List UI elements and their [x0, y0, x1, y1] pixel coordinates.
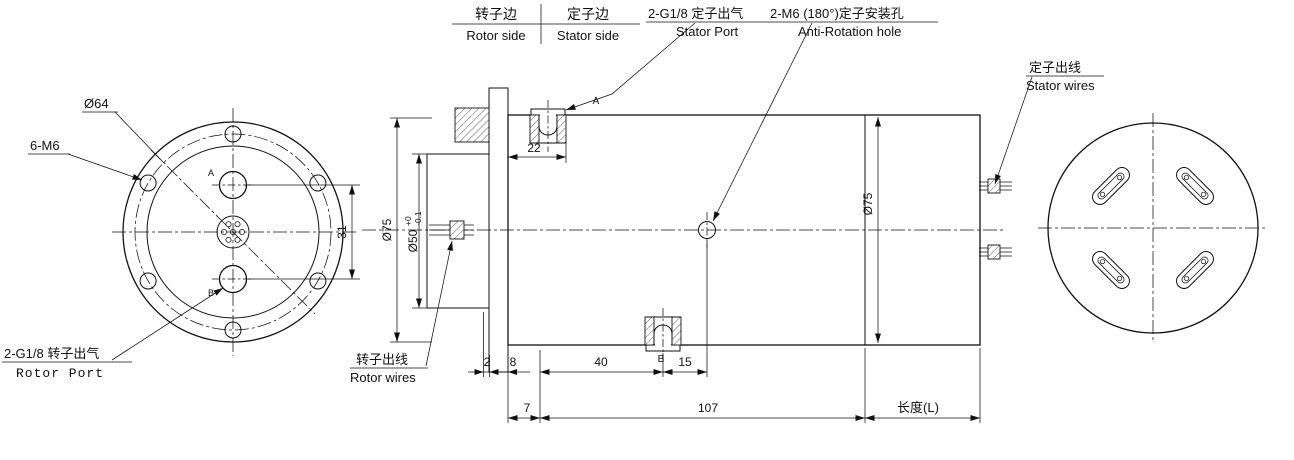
stator-port-label-zh: 2-G1/8 定子出气	[648, 6, 743, 21]
dim-50-text: Ø50	[406, 229, 420, 252]
dim-75-left-text: Ø75	[380, 218, 394, 241]
stator-side-en: Stator side	[557, 28, 619, 43]
rotor-side-en: Rotor side	[466, 28, 525, 43]
stator-wires-label-zh: 定子出线	[1029, 60, 1081, 75]
dim-body-dia-left: Ø75	[380, 117, 432, 343]
diagonal-centerline	[150, 149, 316, 315]
port-b-mark-section: B	[658, 354, 665, 365]
stator-port-b-section: B	[644, 308, 682, 365]
callout-rotor-wires: 转子出线 Rotor wires	[350, 240, 454, 385]
leader-line	[114, 111, 164, 163]
stator-port-label-en: Stator Port	[676, 24, 739, 39]
bolt-circle-label: Ø64	[84, 96, 109, 111]
dim-length-row: 7 107 长度(L)	[508, 348, 981, 423]
dim-40-text: 40	[594, 355, 608, 369]
leader-line	[111, 287, 224, 361]
wire-clamp	[449, 220, 465, 240]
callout-stator-wires: 定子出线 Stator wires	[994, 60, 1104, 185]
rotor-port-label-en: Rotor Port	[16, 366, 104, 381]
stator-housing	[507, 114, 981, 346]
mounting-holes	[139, 125, 327, 339]
dim-15-text: 15	[678, 355, 692, 369]
section-view: A B	[350, 4, 1104, 423]
dim-8-text: 8	[510, 355, 517, 369]
dim-shaft-dia: Ø50 +0 -0.1	[403, 153, 432, 309]
dim-bottom-chain: 2 8 40 15	[468, 240, 708, 423]
dim-22-text: 22	[527, 141, 541, 155]
rotor-wires-label-en: Rotor wires	[350, 370, 416, 385]
dim-107-text: 107	[698, 401, 718, 415]
anti-rotation-hole	[698, 212, 716, 248]
dim-stator-port-offset: 22	[508, 141, 567, 163]
stator-wires	[979, 178, 1012, 260]
callout-anti-rotation: 2-M6 (180°)定子安装孔 Anti-Rotation hole	[712, 6, 938, 222]
port-a-mark-section: A	[593, 96, 600, 107]
rotor-side-zh: 转子边	[475, 6, 517, 22]
dim-7-text: 7	[524, 401, 531, 415]
stator-wires-label-en: Stator wires	[1026, 78, 1095, 93]
rotor-wire-bundle-front	[216, 215, 250, 249]
leader-line	[425, 240, 454, 367]
port-b-mark: B	[208, 288, 214, 298]
m6-hole	[139, 272, 157, 290]
connector-slot-nw	[1092, 167, 1130, 205]
clamp-collar-section	[454, 107, 490, 143]
dim-port-spacing: 31	[248, 184, 360, 280]
dim-body-dia-right: Ø75	[861, 117, 881, 343]
dim-2-text: 2	[484, 355, 491, 369]
callout-rotor-port: 2-G1/8 转子出气 Rotor Port	[2, 287, 224, 381]
dim-31-text: 31	[335, 225, 349, 239]
m6-hole	[224, 125, 242, 143]
rotor-port-a: A	[208, 168, 254, 200]
anti-rotation-label-zh: 2-M6 (180°)定子安装孔	[770, 6, 904, 21]
rotor-port-label-zh: 2-G1/8 转子出气	[4, 346, 99, 361]
rotor-wires-label-zh: 转子出线	[356, 352, 408, 367]
side-header: 转子边 Rotor side 定子边 Stator side	[452, 4, 640, 44]
stator-side-zh: 定子边	[567, 6, 609, 22]
rear-view	[1038, 113, 1268, 343]
rotor-wires	[429, 220, 474, 240]
front-view: A B 31 Ø64 6-M6 2-G1/8 转子出气	[2, 96, 360, 381]
anti-rotation-label-en: Anti-Rotation hole	[798, 24, 901, 39]
dim-50-tol-upper: +0	[403, 216, 413, 226]
stator-port-a-section: A	[529, 96, 600, 152]
connector-slot-ne	[1176, 167, 1214, 205]
dim-length-label: 长度(L)	[897, 400, 939, 415]
leader-line	[712, 22, 813, 222]
dim-50-tol-lower: -0.1	[413, 211, 423, 226]
port-a-mark: A	[208, 168, 214, 178]
dim-75-right-text: Ø75	[861, 192, 875, 215]
callout-bolt-circle: Ø64	[82, 96, 164, 163]
leader-line	[67, 153, 143, 181]
m6-hole	[139, 174, 157, 192]
callout-mount-holes: 6-M6	[28, 138, 143, 181]
connector-slot-se	[1176, 251, 1214, 289]
leader-line	[994, 76, 1033, 185]
m6-hole	[309, 174, 327, 192]
leader-line	[565, 22, 696, 111]
callout-stator-port: 2-G1/8 定子出气 Stator Port	[565, 6, 768, 111]
m6-hole	[309, 272, 327, 290]
m6-hole	[224, 321, 242, 339]
connector-slot-sw	[1092, 251, 1130, 289]
mount-holes-label: 6-M6	[30, 138, 60, 153]
rotor-port-b: B	[208, 264, 254, 298]
